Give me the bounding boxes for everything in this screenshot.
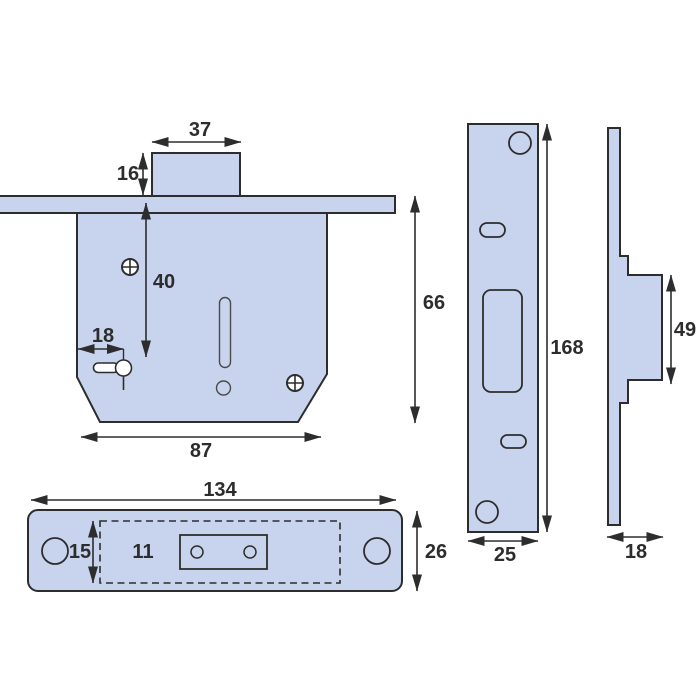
small-hole-shape [243, 545, 257, 559]
dim-strike-width-label: 134 [203, 479, 237, 501]
screw-hole-shape [508, 131, 532, 155]
dim-depth: 18 [606, 532, 664, 563]
strike-plate-shape [27, 509, 403, 592]
lock-body-view: 37 16 40 18 66 87 [0, 119, 445, 462]
dim-body-height: 66 [410, 195, 445, 424]
screw-hole-shape [363, 537, 391, 565]
keyhole-icon [92, 349, 133, 390]
inner-box-shape [179, 534, 268, 570]
screw-hole-shape [475, 500, 499, 524]
screw-icon [286, 374, 304, 392]
dim-faceplate-width: 25 [467, 536, 539, 566]
dim-cutout-height: 15 [69, 520, 98, 584]
screw-icon [121, 258, 139, 276]
dim-faceplate-width-label: 25 [494, 544, 516, 566]
slot-hole-shape [479, 222, 506, 238]
faceplate-view: 168 25 [467, 123, 584, 566]
dim-body-width-label: 87 [190, 440, 212, 462]
spindle-hole-shape [215, 380, 232, 396]
faceplate-shape [467, 123, 539, 533]
lock-case-shape [76, 212, 328, 423]
dim-key-offset-label: 18 [92, 325, 114, 347]
bolt-shape [151, 152, 241, 197]
dim-strike-height-label: 26 [425, 541, 447, 563]
dim-body-height-label: 66 [423, 292, 445, 314]
dim-strike-width: 134 [30, 479, 397, 505]
dim-bolt-width: 37 [151, 119, 242, 147]
small-hole-shape [190, 545, 204, 559]
dim-faceplate-height-label: 168 [550, 337, 583, 359]
cutout-dashed-outline [99, 520, 341, 584]
dim-cutout-height-label: 15 [69, 541, 91, 563]
screw-hole-shape [41, 537, 69, 565]
dim-bolt-height: 16 [117, 152, 148, 196]
dim-bolt-width-label: 37 [189, 119, 211, 141]
dim-bolt-height-label: 16 [117, 163, 139, 185]
cutout-label: 11 [132, 541, 153, 563]
side-profile-shape [607, 127, 663, 526]
dim-case-height: 49 [666, 274, 696, 385]
dim-depth-label: 18 [625, 541, 647, 563]
dim-strike-height: 26 [412, 510, 447, 592]
slot-hole-shape [500, 434, 527, 449]
strike-plate-view: 134 15 11 26 [27, 479, 447, 592]
mounting-plate-shape [0, 195, 396, 214]
dim-faceplate-height: 168 [542, 123, 584, 533]
side-profile-view: 49 18 [606, 127, 696, 563]
dim-backset: 40 [141, 202, 175, 358]
lever-slot-shape [218, 296, 232, 369]
dim-body-width: 87 [80, 432, 322, 462]
latch-opening-shape [482, 289, 523, 393]
dim-backset-label: 40 [153, 271, 175, 293]
dim-case-height-label: 49 [674, 319, 696, 341]
dim-key-offset: 18 [77, 325, 124, 354]
